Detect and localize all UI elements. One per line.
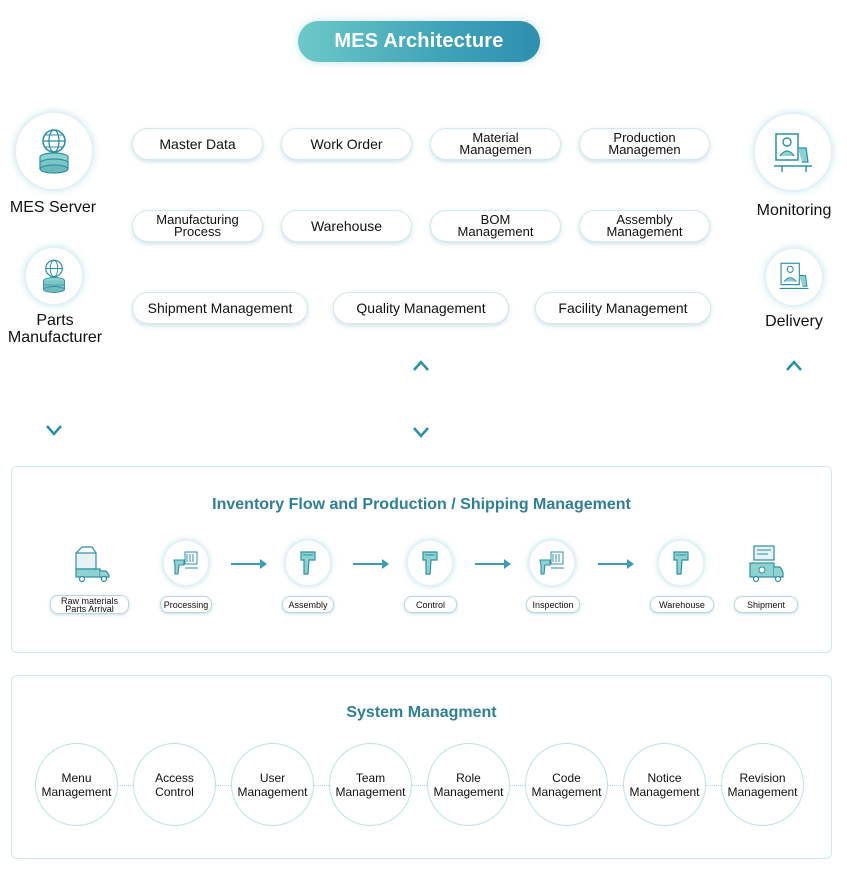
parts-manufacturer-node: [25, 247, 83, 305]
flow-step-assembly: Assembly: [282, 596, 334, 613]
arrow-right-icon: [475, 559, 511, 569]
system-connector: [706, 785, 723, 786]
barcode-scanner-icon: [300, 551, 316, 575]
system-connector: [314, 785, 331, 786]
system-panel: System Managment: [11, 675, 832, 859]
server-globe-icon: [43, 259, 65, 293]
module-label: Quality Management: [356, 300, 486, 316]
system-connector: [412, 785, 429, 786]
arrow-right-icon: [231, 559, 267, 569]
arrow-right-icon: [353, 559, 389, 569]
system-connector: [608, 785, 625, 786]
processing-node: [163, 540, 209, 586]
module-label: Assembly Management: [606, 212, 683, 239]
delivery-person-icon: [779, 262, 809, 289]
mes-server-node: [15, 112, 93, 190]
module-label: Warehouse: [310, 218, 383, 234]
system-team-management: Team Management: [329, 743, 412, 826]
module-label: Production Managemen: [608, 130, 681, 157]
module-production-management: Production Managemen: [579, 128, 710, 160]
monitoring-label: Monitoring: [756, 202, 832, 219]
truck-boxes-icon: [749, 545, 784, 583]
delivery-label: Delivery: [765, 313, 823, 330]
barcode-scanner-icon: [422, 551, 438, 575]
system-access-control: Access Control: [133, 743, 216, 826]
page-title: MES Architecture: [298, 21, 540, 62]
module-facility-management: Facility Management: [535, 292, 711, 324]
module-work-order: Work Order: [281, 128, 412, 160]
barcode-scanner-icon: [173, 551, 198, 575]
arrow-down-icon: [46, 362, 62, 436]
system-connector: [118, 785, 135, 786]
module-label: BOM Management: [457, 212, 534, 239]
warehouse-node: [658, 540, 704, 586]
module-bom-management: BOM Management: [430, 210, 561, 242]
control-node: [407, 540, 453, 586]
module-label: Work Order: [310, 136, 383, 152]
person-monitor-icon: [774, 133, 812, 172]
server-globe-icon: [39, 129, 69, 174]
flow-step-control: Control: [404, 596, 457, 613]
system-user-management: User Management: [231, 743, 314, 826]
module-shipment-management: Shipment Management: [132, 292, 308, 324]
inspection-node: [529, 540, 575, 586]
arrow-bidirectional-icon: [413, 360, 429, 438]
module-label: Manufacturing Process: [156, 212, 239, 239]
system-role-management: Role Management: [427, 743, 510, 826]
assembly-node: [285, 540, 331, 586]
system-menu-management: Menu Management: [35, 743, 118, 826]
barcode-scanner-icon: [539, 551, 564, 575]
module-master-data: Master Data: [132, 128, 263, 160]
module-label: Facility Management: [558, 300, 688, 316]
flow-step-processing: Processing: [160, 596, 212, 613]
system-revision-management: Revision Management: [721, 743, 804, 826]
arrow-up-icon: [786, 360, 802, 436]
inventory-panel-title: Inventory Flow and Production / Shipping…: [212, 496, 631, 513]
module-label: Shipment Management: [147, 300, 293, 316]
flow-step-warehouse: Warehouse: [650, 596, 714, 613]
system-notice-management: Notice Management: [623, 743, 706, 826]
monitoring-node: [754, 113, 832, 191]
truck-boxes-icon: [75, 546, 110, 583]
module-quality-management: Quality Management: [333, 292, 509, 324]
system-code-management: Code Management: [525, 743, 608, 826]
module-material-management: Material Managemen: [430, 128, 561, 160]
system-connector: [510, 785, 527, 786]
module-warehouse: Warehouse: [281, 210, 412, 242]
flow-step-inspection: Inspection: [526, 596, 580, 613]
mes-server-label: MES Server: [9, 199, 97, 216]
delivery-node: [765, 248, 823, 306]
module-label: Material Managemen: [459, 130, 532, 157]
flow-step-shipment: Shipment: [734, 596, 798, 613]
flow-step-raw-materials: Raw materials Parts Arrival: [50, 595, 129, 614]
parts-manufacturer-label: Parts Manufacturer: [7, 312, 103, 346]
module-assembly-management: Assembly Management: [579, 210, 710, 242]
system-connector: [216, 785, 233, 786]
barcode-scanner-icon: [673, 551, 689, 575]
module-label: Master Data: [159, 136, 236, 152]
arrow-right-icon: [598, 559, 634, 569]
system-panel-title: System Managment: [346, 704, 497, 721]
module-manufacturing-process: Manufacturing Process: [132, 210, 263, 242]
